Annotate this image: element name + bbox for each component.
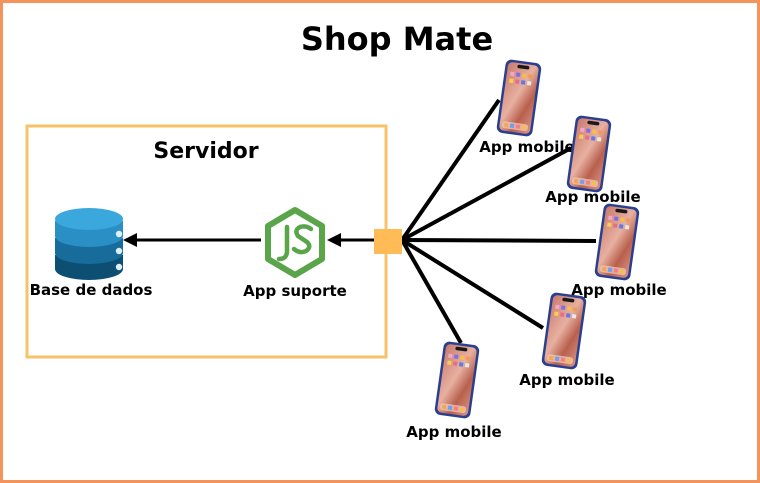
connection-line [400,239,463,344]
connection-hub [374,229,402,254]
arrowhead [123,233,137,247]
nodejs-icon [265,207,325,278]
architecture-diagram: Shop Mate Servidor Base de dados App sup… [25,20,667,441]
smartphone-icon [566,114,612,194]
mobile-label: App mobile [545,188,640,206]
mobile-label: App mobile [571,281,666,299]
arrowhead [327,233,341,247]
server-label: Servidor [153,139,258,164]
connection-line [400,98,501,242]
smartphone-icon [541,291,587,371]
mobile-label: App mobile [406,423,501,441]
smartphone-icon [496,58,542,138]
smartphone-icon [594,202,640,282]
app-support-label: App suporte [243,282,347,300]
mobile-label: App mobile [519,371,614,389]
diagram-title: Shop Mate [301,20,493,58]
connection-line [401,146,572,242]
mobile-label: App mobile [479,138,574,156]
connection-line [400,238,545,330]
database-icon [55,208,123,280]
database-label: Base de dados [30,281,153,299]
smartphone-icon [434,340,480,420]
connection-line [401,238,597,243]
